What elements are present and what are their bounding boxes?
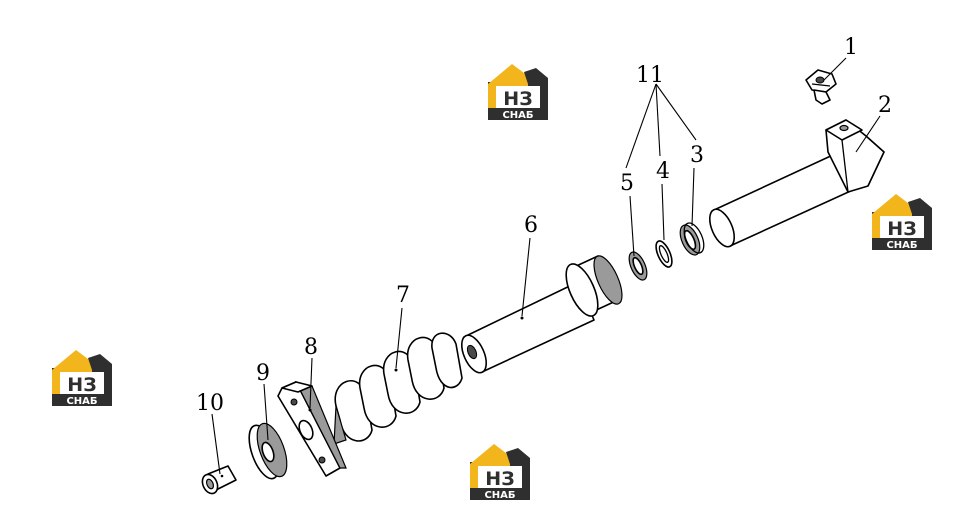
- callout-6: 6: [524, 213, 538, 238]
- part-1-grease-fitting: [805, 69, 837, 105]
- logo-mark-text: НЗ: [67, 374, 96, 396]
- leader-lines: [211, 57, 881, 475]
- logo-mark-text: НЗ: [887, 218, 916, 240]
- logo-caption-text: СНАБ: [484, 490, 515, 501]
- logo-caption-text: СНАБ: [502, 110, 533, 121]
- part-2-cylinder: [708, 119, 885, 248]
- callout-labels: 1 2 3 4 5 6 7 8 9 10 11: [196, 35, 892, 416]
- logo-caption-text: СНАБ: [66, 396, 97, 407]
- callout-2: 2: [878, 93, 892, 118]
- part-3-seal: [679, 222, 705, 256]
- callout-11: 11: [636, 63, 664, 88]
- callout-8: 8: [304, 335, 318, 360]
- logo-watermark-2: НЗ СНАБ: [872, 194, 932, 251]
- callout-1: 1: [844, 35, 858, 60]
- part-6-piston-rod: [460, 255, 623, 374]
- part-10-bolt: [201, 465, 237, 495]
- callout-9: 9: [256, 361, 270, 386]
- logo-mark-text: НЗ: [485, 468, 514, 490]
- logo-watermark-3: НЗ СНАБ: [52, 350, 112, 407]
- callout-5: 5: [620, 171, 634, 196]
- part-8-plate: [277, 381, 347, 477]
- logo-watermark-1: НЗ СНАБ: [488, 64, 548, 121]
- part-4-ring: [655, 240, 673, 268]
- logo-caption-text: СНАБ: [886, 240, 917, 251]
- callout-3: 3: [690, 143, 704, 168]
- callout-7: 7: [396, 283, 410, 308]
- logo-mark-text: НЗ: [503, 88, 532, 110]
- part-5-seal: [628, 251, 648, 281]
- part-7-spring: [333, 332, 463, 445]
- part-9-disc: [248, 422, 288, 480]
- callout-10: 10: [196, 391, 224, 416]
- callout-4: 4: [656, 159, 670, 184]
- logo-watermark-4: НЗ СНАБ: [470, 444, 530, 501]
